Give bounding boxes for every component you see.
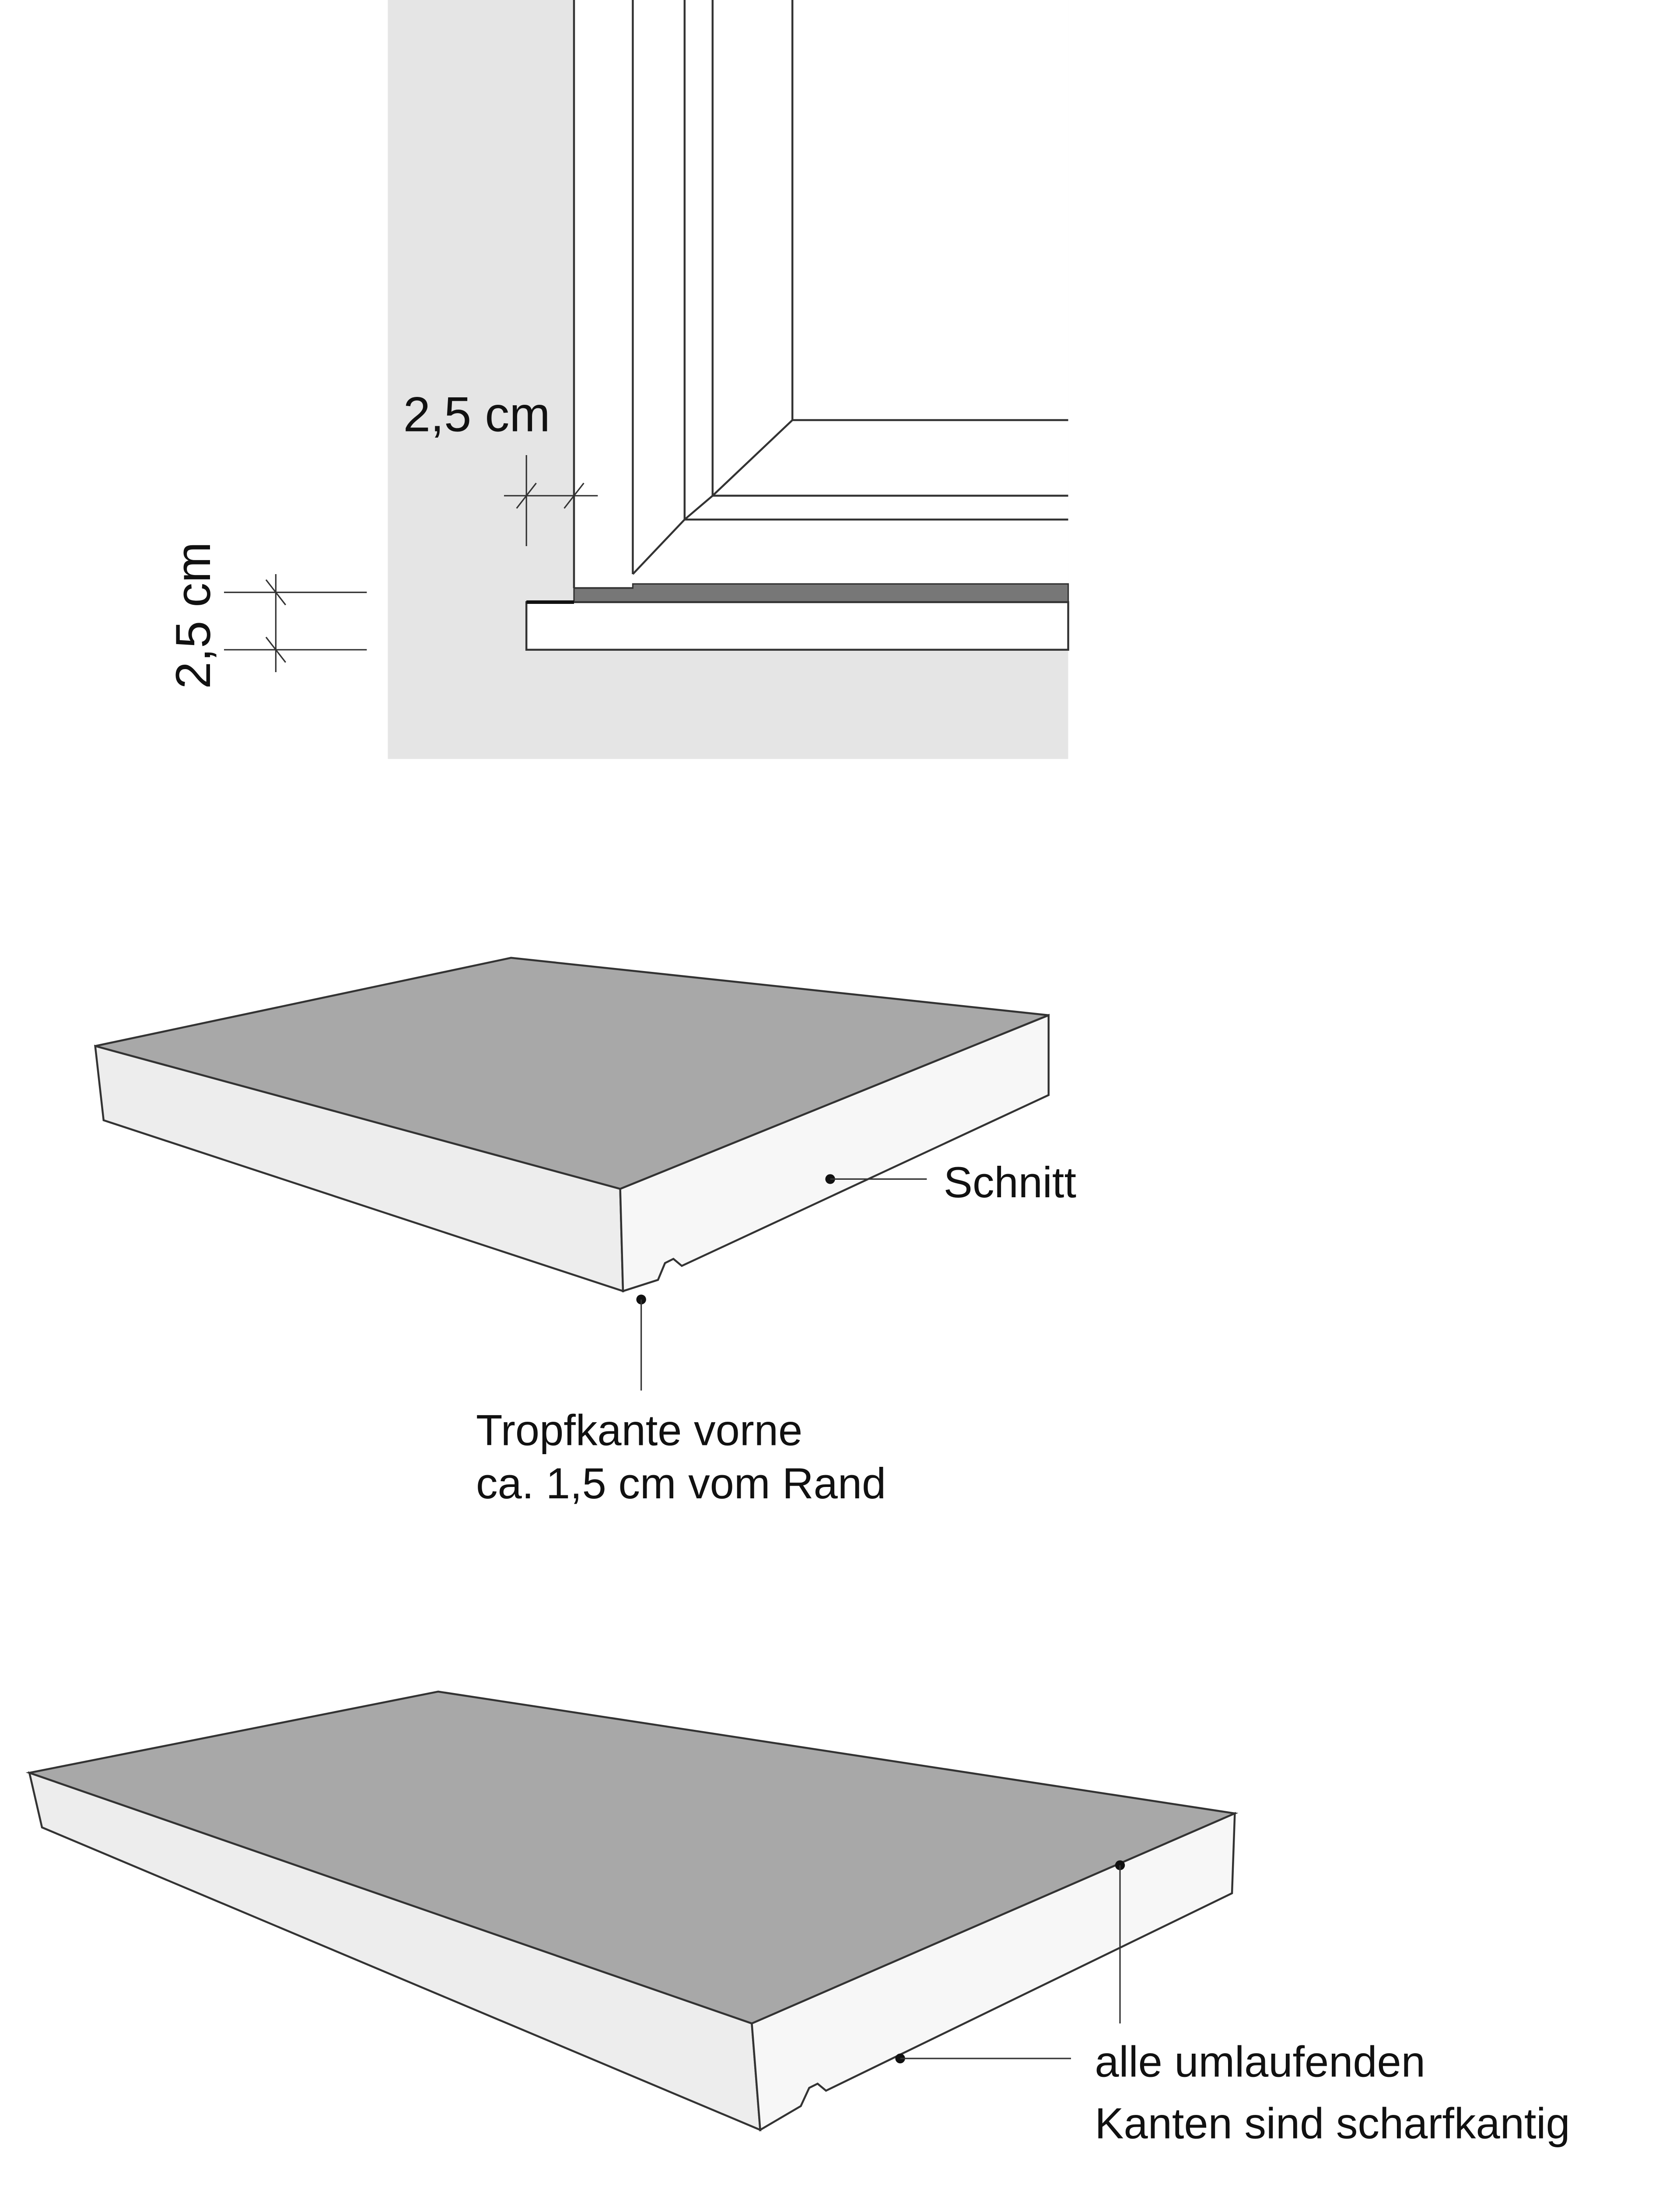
dimension-vertical — [224, 574, 367, 672]
slab2-front — [751, 1812, 1236, 2132]
label-cut: Schnitt — [944, 1158, 1076, 1207]
label-drip-edge-2: ca. 1,5 cm vom Rand — [476, 1459, 886, 1508]
label-edges-1: alle umlaufenden — [1095, 2038, 1425, 2086]
sill — [525, 601, 1069, 651]
sill-stripe — [573, 583, 1069, 603]
dimension-horizontal — [504, 455, 598, 546]
slab-sharp-edges: alle umlaufenden Kanten sind scharfkanti… — [25, 1690, 1570, 2148]
dimension-horizontal-label: 2,5 cm — [403, 387, 550, 442]
slab1-front — [619, 1013, 1050, 1293]
window-opening — [574, 0, 1068, 588]
slab-with-drip-edge: Schnitt Tropfkante vorne ca. 1,5 cm vom … — [94, 957, 1076, 1508]
section-view: 2,5 cm 2,5 cm — [166, 0, 1069, 759]
dimension-vertical-label: 2,5 cm — [166, 542, 220, 689]
label-edges-2: Kanten sind scharfkantig — [1095, 2099, 1570, 2148]
label-drip-edge-1: Tropfkante vorne — [476, 1406, 802, 1455]
